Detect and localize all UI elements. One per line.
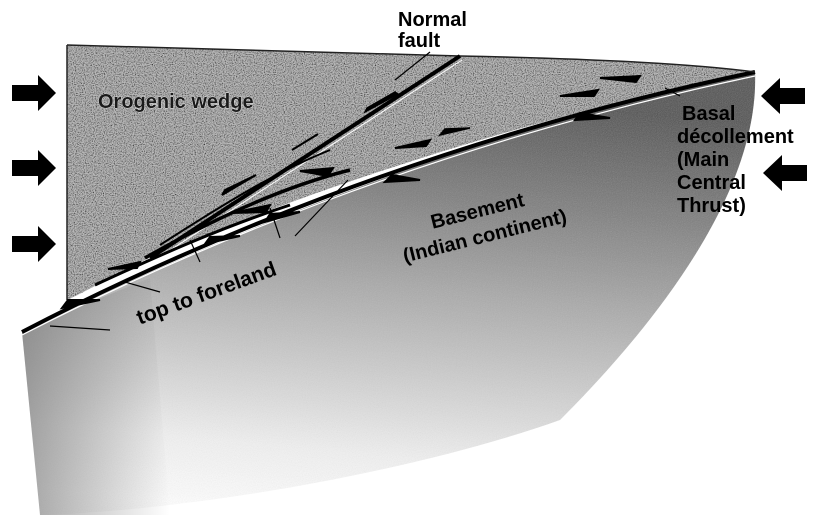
compression-arrows-left (12, 75, 56, 262)
thick-right-arrow-icon (12, 75, 56, 111)
normal-fault-label-line1: Normal (398, 9, 467, 31)
svg-text:Thrust): Thrust) (677, 195, 746, 217)
thick-left-arrow-icon (761, 78, 805, 114)
svg-text:Basal: Basal (682, 103, 735, 125)
thick-right-arrow-icon (12, 150, 56, 186)
thick-right-arrow-icon (12, 226, 56, 262)
svg-text:(Main: (Main (677, 149, 729, 171)
svg-text:décollement: décollement (677, 126, 794, 148)
normal-fault-label-line2: fault (398, 30, 441, 52)
orogenic-wedge-label: Orogenic wedge (98, 91, 254, 113)
svg-text:Central: Central (677, 172, 746, 194)
thick-left-arrow-icon (763, 155, 807, 191)
